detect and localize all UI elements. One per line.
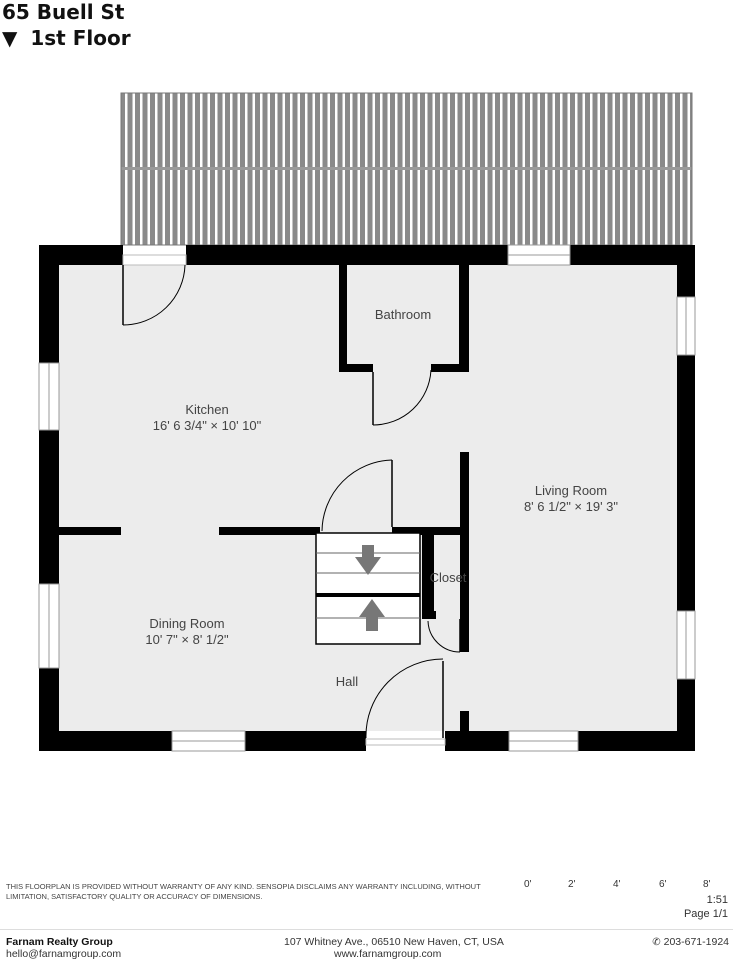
scale-tick-4: 4' xyxy=(613,879,621,890)
footer-email[interactable]: hello@farnamgroup.com xyxy=(6,948,122,960)
address-text: 65 Buell St xyxy=(2,0,125,24)
scale-tick-8: 8' xyxy=(703,879,711,890)
exterior-walls xyxy=(39,245,695,751)
phone-icon: ✆ xyxy=(652,937,661,948)
scale-tick-2: 2' xyxy=(568,879,576,890)
footer-phone[interactable]: ✆ 203-671-1924 xyxy=(652,936,729,948)
door-hall-entry xyxy=(365,658,444,739)
footer-divider xyxy=(0,929,733,930)
page-number: Page 1/1 xyxy=(683,908,728,920)
door-stair xyxy=(321,459,393,532)
scale-tick-6: 6' xyxy=(659,879,667,890)
door-bathroom xyxy=(372,369,432,426)
scale-ratio: 1:51 xyxy=(706,894,728,906)
floor-text: 1st Floor xyxy=(30,26,131,50)
phone-number: 203-671-1924 xyxy=(663,936,729,948)
arrow-up-icon xyxy=(359,599,385,631)
scale-tick-0: 0' xyxy=(524,879,532,890)
footer-address: 107 Whitney Ave., 06510 New Haven, CT, U… xyxy=(284,936,504,948)
floor-area xyxy=(59,265,677,731)
windows xyxy=(38,244,696,752)
dining-room-name: Dining Room xyxy=(149,616,224,631)
floor-plan: Kitchen 16' 6 3/4" × 10' 10" Bathroom Li… xyxy=(38,92,696,752)
arrow-down-icon xyxy=(355,545,381,575)
living-room-dims: 8' 6 1/2" × 19' 3" xyxy=(524,499,618,514)
footer-company: Farnam Realty Group xyxy=(6,936,113,948)
floor-marker-icon: ▼ xyxy=(2,26,18,50)
stairs xyxy=(315,532,421,645)
door-kitchen-exterior xyxy=(122,264,186,326)
kitchen-name: Kitchen xyxy=(185,402,228,417)
doors xyxy=(122,254,461,746)
footer-website[interactable]: www.farnamgroup.com xyxy=(334,948,442,960)
disclaimer: THIS FLOORPLAN IS PROVIDED WITHOUT WARRA… xyxy=(6,882,481,901)
deck xyxy=(120,92,693,246)
bathroom-name: Bathroom xyxy=(375,307,431,322)
dining-room-dims: 10' 7" × 8' 1/2" xyxy=(145,632,229,647)
closet-name: Closet xyxy=(430,570,467,585)
floor-title: ▼ 1st Floor xyxy=(2,26,131,50)
living-room-name: Living Room xyxy=(535,483,607,498)
address-title: 65 Buell St xyxy=(2,0,124,24)
company-name: Farnam Realty Group xyxy=(6,936,113,948)
hall-name: Hall xyxy=(336,674,359,689)
room-labels: Kitchen 16' 6 3/4" × 10' 10" Bathroom Li… xyxy=(145,307,618,689)
interior-walls xyxy=(59,265,469,731)
kitchen-dims: 16' 6 3/4" × 10' 10" xyxy=(153,418,262,433)
door-closet xyxy=(427,619,461,653)
